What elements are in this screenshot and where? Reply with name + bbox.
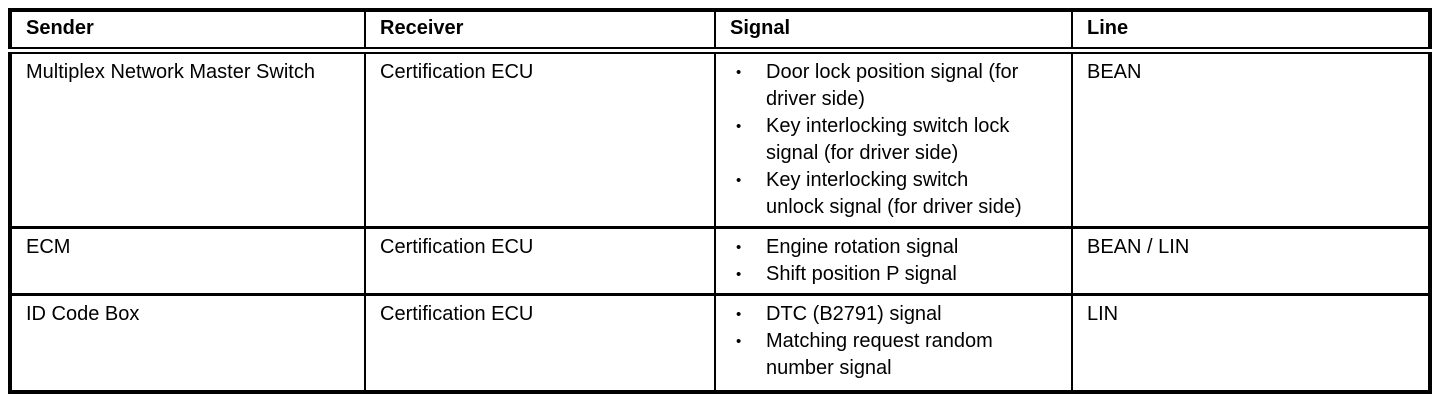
- signal-routing-table: Sender Receiver Signal Line Multiplex Ne…: [8, 8, 1432, 394]
- cell-signal: • DTC (B2791) signal • Matching request …: [714, 293, 1073, 393]
- cell-line: BEAN: [1071, 49, 1431, 229]
- table-row: ECM Certification ECU • Engine rotation …: [9, 226, 1431, 296]
- signal-text: Matching request random number signal: [766, 330, 993, 379]
- bullet-icon: •: [736, 266, 742, 283]
- table-row: Multiplex Network Master Switch Certific…: [9, 49, 1431, 229]
- signal-text: Key interlocking switch unlock signal (f…: [766, 169, 1022, 218]
- cell-signal: • Door lock position signal (for driver …: [714, 49, 1073, 229]
- signal-list-item: • Matching request random number signal: [736, 328, 1061, 382]
- bullet-icon: •: [736, 118, 742, 135]
- bullet-icon: •: [736, 306, 742, 323]
- signal-text: Shift position P signal: [766, 263, 957, 285]
- cell-receiver: Certification ECU: [364, 293, 716, 393]
- table-header: Sender Receiver Signal Line: [9, 9, 1431, 54]
- cell-line: LIN: [1071, 293, 1431, 393]
- cell-sender: ECM: [9, 226, 366, 296]
- cell-receiver: Certification ECU: [364, 226, 716, 296]
- cell-sender: Multiplex Network Master Switch: [9, 49, 366, 229]
- signal-list-item: • Engine rotation signal: [736, 234, 1061, 261]
- signal-text: DTC (B2791) signal: [766, 303, 942, 325]
- bullet-icon: •: [736, 333, 742, 350]
- column-header-receiver: Receiver: [364, 9, 716, 54]
- table-body: Multiplex Network Master Switch Certific…: [9, 49, 1431, 393]
- bullet-icon: •: [736, 172, 742, 189]
- signal-list-item: • Key interlocking switch unlock signal …: [736, 167, 1061, 221]
- signal-text: Door lock position signal (for driver si…: [766, 61, 1019, 110]
- bullet-icon: •: [736, 239, 742, 256]
- column-header-signal: Signal: [714, 9, 1073, 54]
- column-header-line: Line: [1071, 9, 1431, 54]
- cell-sender: ID Code Box: [9, 293, 366, 393]
- signal-list-item: • Key interlocking switch lock signal (f…: [736, 113, 1061, 167]
- signal-list-item: • DTC (B2791) signal: [736, 301, 1061, 328]
- cell-line: BEAN / LIN: [1071, 226, 1431, 296]
- bullet-icon: •: [736, 64, 742, 81]
- header-row: Sender Receiver Signal Line: [9, 9, 1431, 54]
- signal-list-item: • Shift position P signal: [736, 261, 1061, 288]
- signal-text: Engine rotation signal: [766, 236, 959, 258]
- cell-signal: • Engine rotation signal • Shift positio…: [714, 226, 1073, 296]
- table-row: ID Code Box Certification ECU • DTC (B27…: [9, 293, 1431, 393]
- column-header-sender: Sender: [9, 9, 366, 54]
- signal-list-item: • Door lock position signal (for driver …: [736, 59, 1061, 113]
- cell-receiver: Certification ECU: [364, 49, 716, 229]
- signal-text: Key interlocking switch lock signal (for…: [766, 115, 1010, 164]
